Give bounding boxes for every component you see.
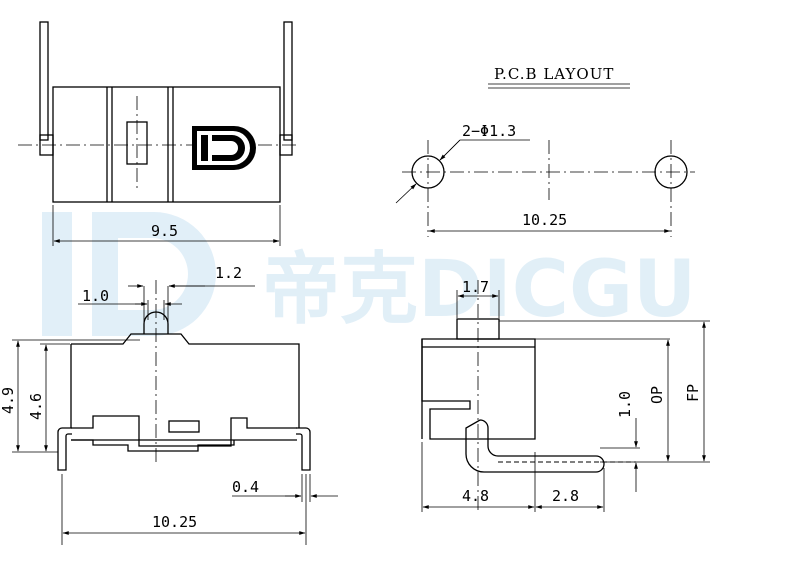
pcb-layout-title: P.C.B LAYOUT [494, 65, 614, 83]
front-body-top [71, 333, 300, 428]
dim-9-5: 9.5 [151, 222, 178, 240]
pcb-hole-right [654, 155, 688, 189]
watermark-text: 帝克DICGU [262, 245, 696, 335]
front-slot [168, 420, 200, 433]
label-fp: FP [684, 384, 702, 402]
left-terminal [39, 21, 49, 141]
top-view: 9.5 [18, 21, 298, 246]
dim-2-8: 2.8 [552, 487, 579, 505]
pcb-hole-left [411, 155, 445, 189]
watermark-logo-icon [42, 212, 216, 336]
pcb-layout: P.C.B LAYOUT 2−Φ1.3 10.25 [395, 65, 695, 237]
dim-4-9: 4.9 [0, 387, 17, 414]
switch-body-top [52, 86, 281, 203]
dim-4-6: 4.6 [27, 393, 45, 420]
watermark: 帝克DICGU [42, 212, 696, 336]
dim-1-7: 1.7 [462, 278, 489, 296]
side-body [421, 338, 536, 440]
front-left-terminal [57, 427, 72, 471]
dim-1-0-front: 1.0 [82, 287, 109, 305]
dim-1-2: 1.2 [215, 264, 242, 282]
side-lever [465, 419, 605, 473]
dim-0-4: 0.4 [232, 478, 259, 496]
side-view: 1.7 1.0 OP FP 4.8 2.8 [421, 278, 710, 512]
hole-note: 2−Φ1.3 [462, 122, 516, 140]
front-body-base [71, 415, 297, 447]
front-view: 1.2 1.0 4.9 4.6 0.4 10.25 [0, 264, 338, 545]
label-op: OP [648, 386, 666, 404]
dim-10-25: 10.25 [152, 513, 197, 531]
dim-4-8: 4.8 [462, 487, 489, 505]
dim-hole-pitch: 10.25 [522, 211, 567, 229]
right-terminal [283, 21, 293, 141]
front-right-terminal [296, 427, 311, 471]
logo-icon [192, 126, 256, 170]
dim-1-0-side: 1.0 [616, 391, 634, 418]
